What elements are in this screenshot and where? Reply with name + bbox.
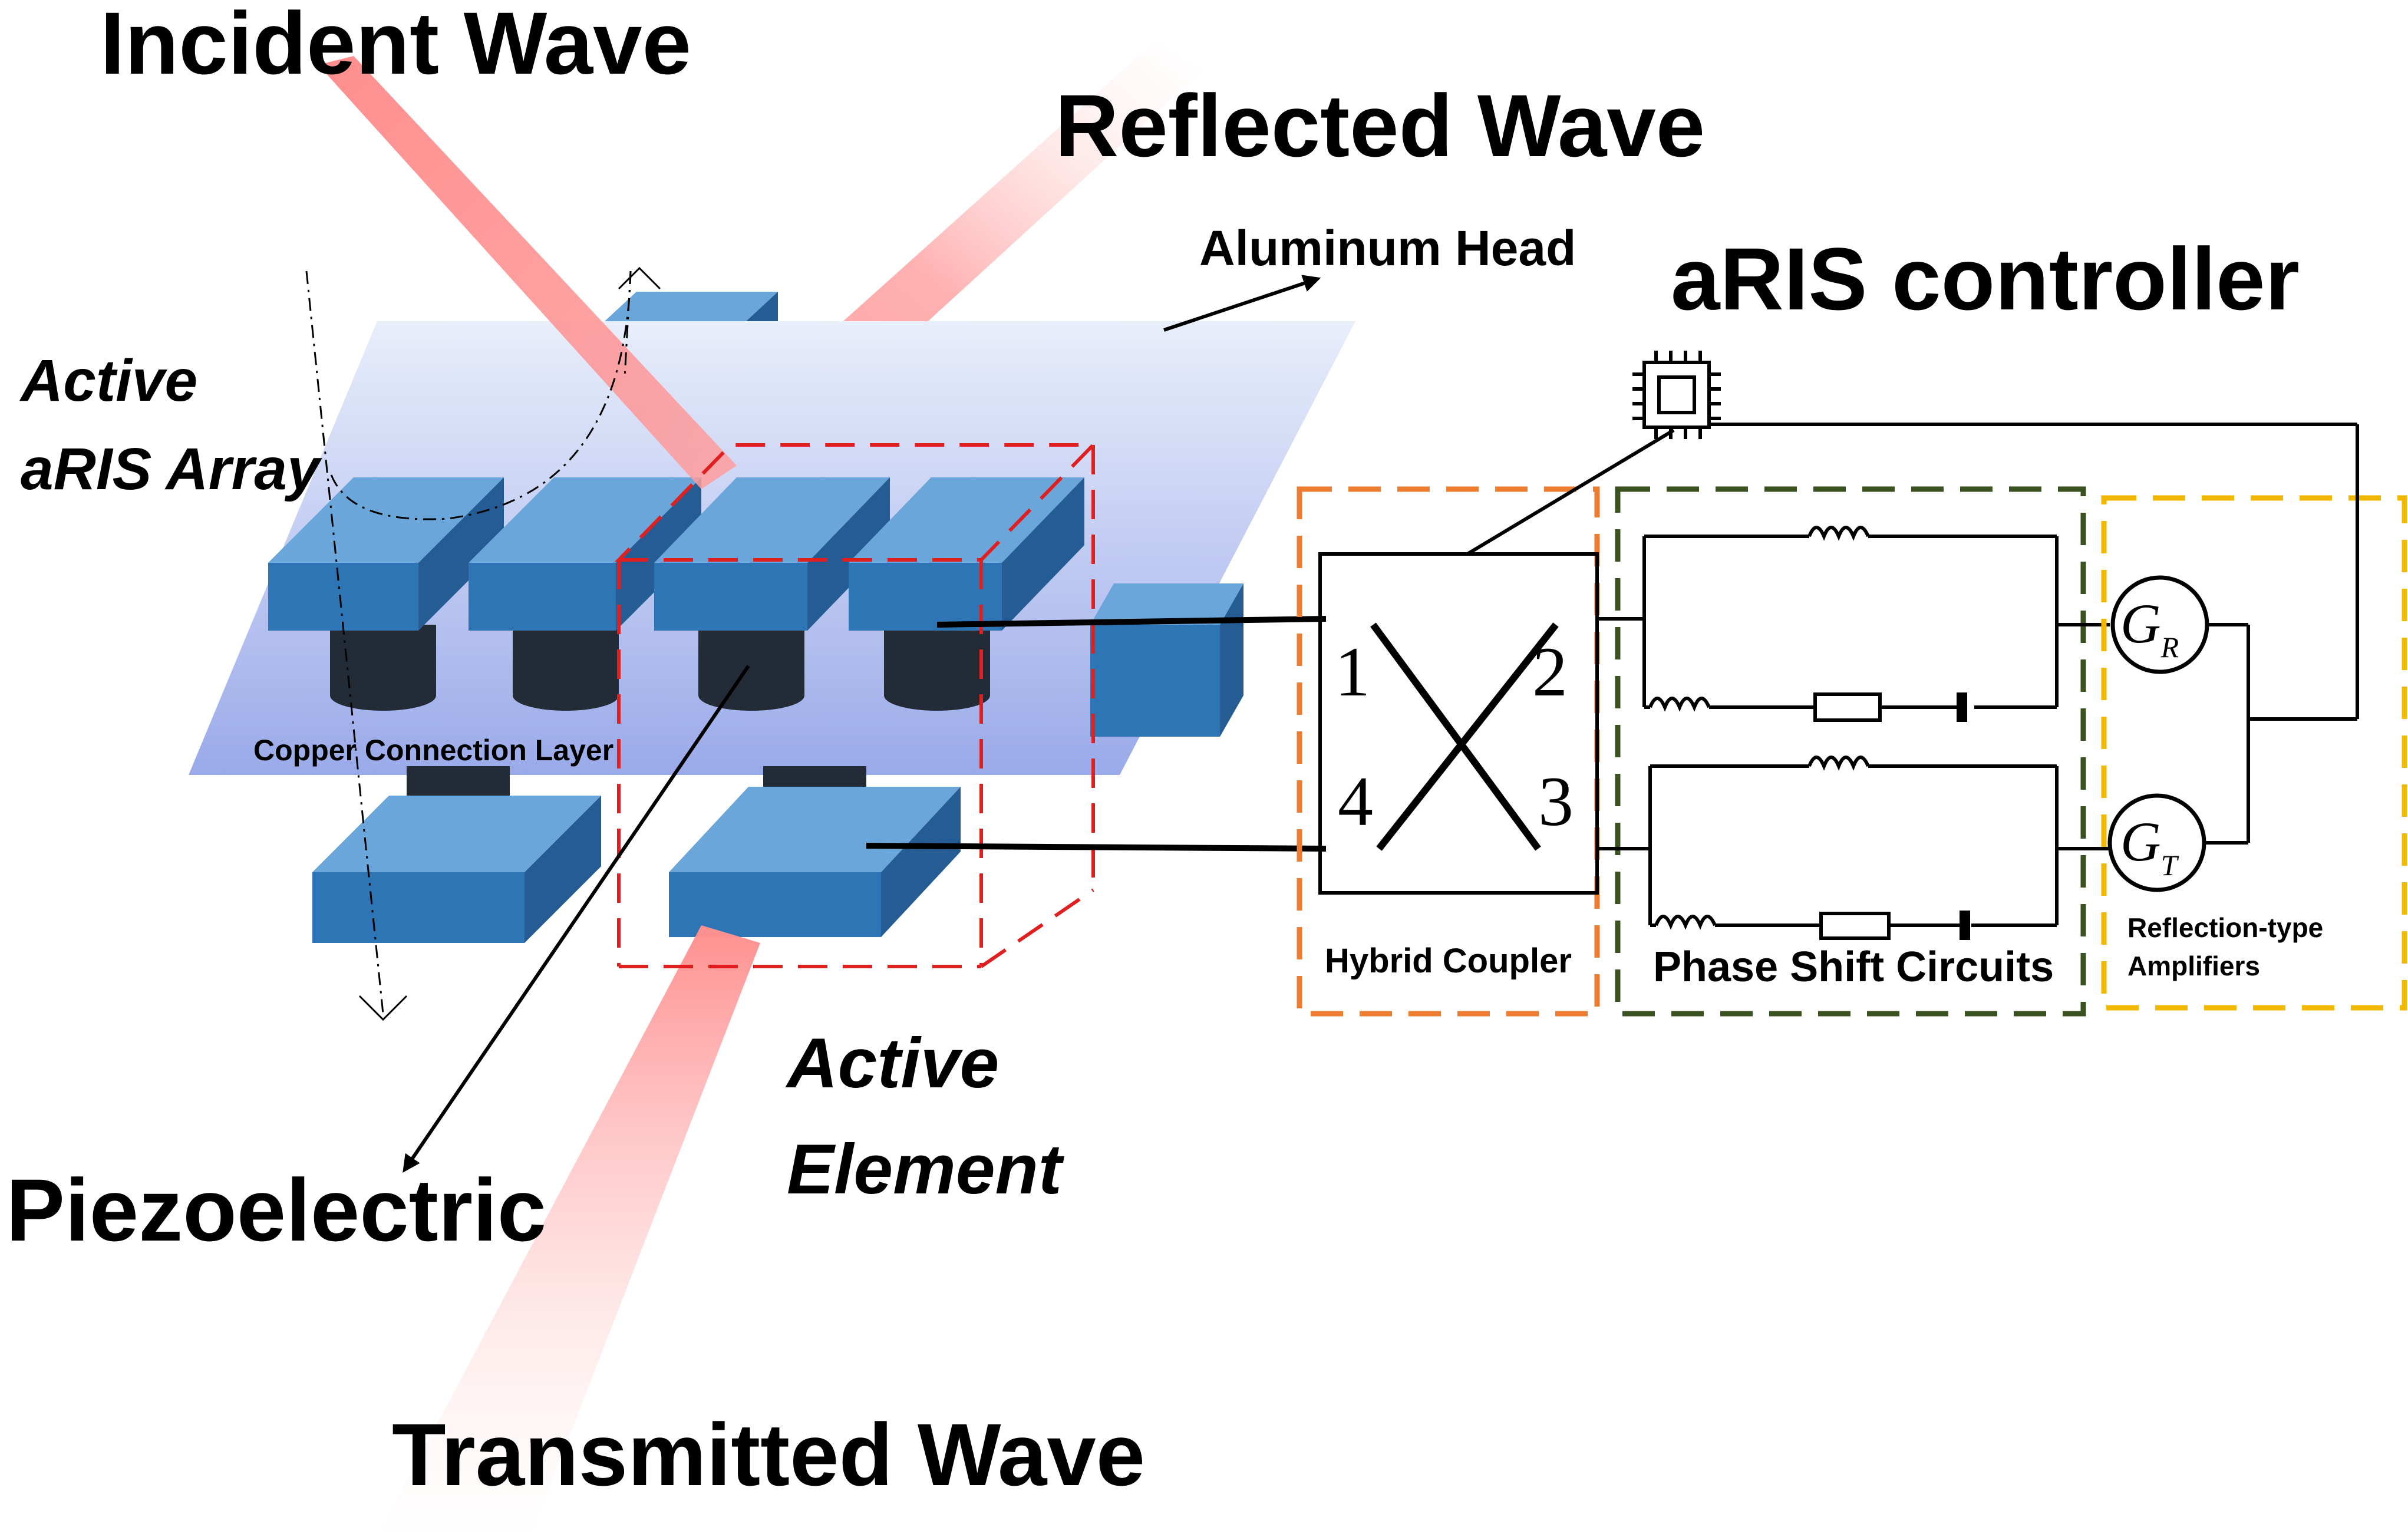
phase-shift-group-box: [1615, 486, 2086, 1017]
piezo-cylinders: [330, 625, 990, 711]
axis-arrowhead-bottom: [358, 995, 408, 1021]
hybrid-coupler-label: Hybrid Coupler: [1325, 942, 1572, 980]
signal-line-bottom: [866, 843, 1327, 852]
piezoelectric-label: Piezoelectric: [6, 1160, 546, 1259]
incident-wave-beam: [318, 56, 737, 489]
port-1-label: 1: [1335, 632, 1370, 711]
incident-wave-label: Incident Wave: [100, 0, 691, 93]
signal-line-top: [936, 616, 1327, 628]
active-array-label-2: aRIS Array: [21, 436, 322, 502]
active-element-box: [614, 443, 1098, 968]
amplifiers-label-1: Reflection-type: [2127, 912, 2323, 943]
amplifier-wiring: [1709, 423, 2359, 845]
capacitor-bottom: [1960, 911, 1970, 940]
phase-shift-wiring: [1597, 526, 2110, 940]
lower-row-blocks: [312, 766, 961, 943]
copper-layer-label: Copper Connection Layer: [253, 734, 613, 767]
active-element-label-2: Element: [787, 1130, 1065, 1209]
port-4-label: 4: [1338, 762, 1373, 840]
reflected-wave-label: Reflected Wave: [1055, 76, 1705, 175]
aluminum-head-pointer: [1163, 275, 1321, 332]
aris-controller-label: aRIS controller: [1671, 229, 2300, 328]
active-array-label-1: Active: [19, 348, 197, 414]
controller-chip-icon: [1632, 351, 1721, 439]
gr-label: GR: [2120, 592, 2179, 664]
piezoelectric-pointer: [403, 665, 750, 1173]
side-block: [1090, 583, 1243, 737]
gt-label: GT: [2120, 810, 2179, 882]
rotation-axis: [305, 271, 632, 1014]
capacitor-top: [1957, 692, 1967, 722]
hybrid-coupler: [1318, 552, 1599, 895]
transmitted-wave-label: Transmitted Wave: [392, 1405, 1145, 1504]
port-2-label: 2: [1532, 632, 1568, 711]
phase-shift-label: Phase Shift Circuits: [1653, 944, 2054, 991]
hybrid-coupler-group-box: [1297, 486, 1600, 1017]
axis-arrowhead-top: [618, 266, 661, 290]
amplifiers-label-2: Amplifiers: [2127, 951, 2260, 981]
active-element-label-1: Active: [785, 1024, 999, 1103]
aluminum-head-label: Aluminum Head: [1199, 220, 1576, 276]
transmitted-wave-beam: [377, 925, 760, 1537]
port-3-label: 3: [1538, 762, 1574, 840]
amplifiers-group-box: [2101, 495, 2407, 1011]
front-row-blocks: [268, 477, 1084, 631]
